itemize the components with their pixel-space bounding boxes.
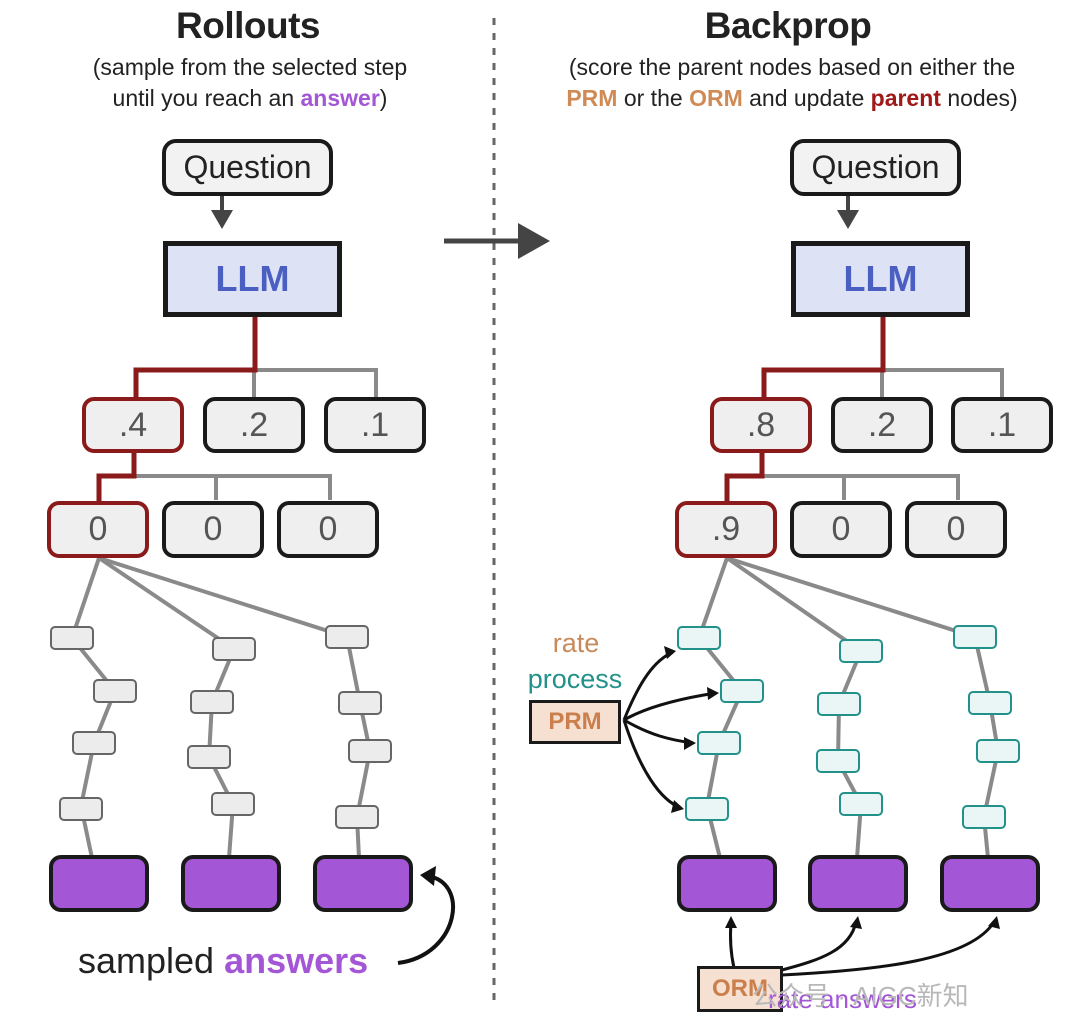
step-node (211, 792, 255, 816)
rated-step-node (953, 625, 997, 649)
process-label: process (527, 664, 623, 694)
score-node-l1-b: .2 (203, 397, 305, 453)
step-node (212, 637, 256, 661)
backprop-title: Backprop (704, 5, 872, 46)
rollouts-subtitle: (sample from the selected step until you… (40, 52, 460, 114)
score-node-l2-c: 0 (905, 501, 1007, 558)
step-node (190, 690, 234, 714)
answer-node (808, 855, 908, 912)
llm-node-left: LLM (163, 241, 342, 317)
rated-step-node (968, 691, 1012, 715)
rated-step-node (976, 739, 1020, 763)
score-node-l1-c: .1 (951, 397, 1053, 453)
rate-label: rate (552, 628, 600, 658)
answer-node (940, 855, 1040, 912)
score-node-l2-c: 0 (277, 501, 379, 558)
answer-node (313, 855, 413, 912)
rated-step-node (817, 692, 861, 716)
score-node-l1-b: .2 (831, 397, 933, 453)
score-node-l2-a: 0 (47, 501, 149, 558)
answer-node (677, 855, 777, 912)
answer-node (49, 855, 149, 912)
score-node-l2-a: .9 (675, 501, 777, 558)
answer-node (181, 855, 281, 912)
llm-node-right: LLM (791, 241, 970, 317)
step-node (335, 805, 379, 829)
rollouts-subtitle-line1: (sample from the selected step (92, 54, 408, 80)
rollouts-title: Rollouts (176, 5, 320, 46)
orm-tag: ORM (697, 966, 783, 1012)
question-node-left: Question (162, 139, 333, 196)
sampled-answers-caption: sampled answers (78, 940, 369, 981)
rated-step-node (816, 749, 860, 773)
question-node-right: Question (790, 139, 961, 196)
step-node (325, 625, 369, 649)
backprop-subtitle-line1: (score the parent nodes based on either … (568, 54, 1016, 80)
watermark: 公众号 · AIGC新知 (752, 981, 969, 1011)
step-node (93, 679, 137, 703)
step-node (348, 739, 392, 763)
rate-answers-label: rate answers (768, 984, 917, 1014)
score-node-l2-b: 0 (790, 501, 892, 558)
rollouts-subtitle-line2: until you reach an answer) (112, 85, 388, 111)
rated-step-node (720, 679, 764, 703)
score-node-l1-c: .1 (324, 397, 426, 453)
backprop-subtitle: (score the parent nodes based on either … (528, 52, 1056, 114)
step-node (187, 745, 231, 769)
backprop-subtitle-line2: PRM or the ORM and update parent nodes) (566, 85, 1018, 111)
step-node (50, 626, 94, 650)
rated-step-node (697, 731, 741, 755)
step-node (338, 691, 382, 715)
rated-step-node (677, 626, 721, 650)
center-arrow-head (518, 223, 550, 259)
score-node-l1-a: .8 (710, 397, 812, 453)
prm-tag: PRM (529, 700, 621, 744)
answer-highlight: answer (300, 85, 380, 111)
score-node-l2-b: 0 (162, 501, 264, 558)
rated-step-node (962, 805, 1006, 829)
step-node (72, 731, 116, 755)
rated-step-node (685, 797, 729, 821)
rated-step-node (839, 639, 883, 663)
rated-step-node (839, 792, 883, 816)
step-node (59, 797, 103, 821)
score-node-l1-a: .4 (82, 397, 184, 453)
